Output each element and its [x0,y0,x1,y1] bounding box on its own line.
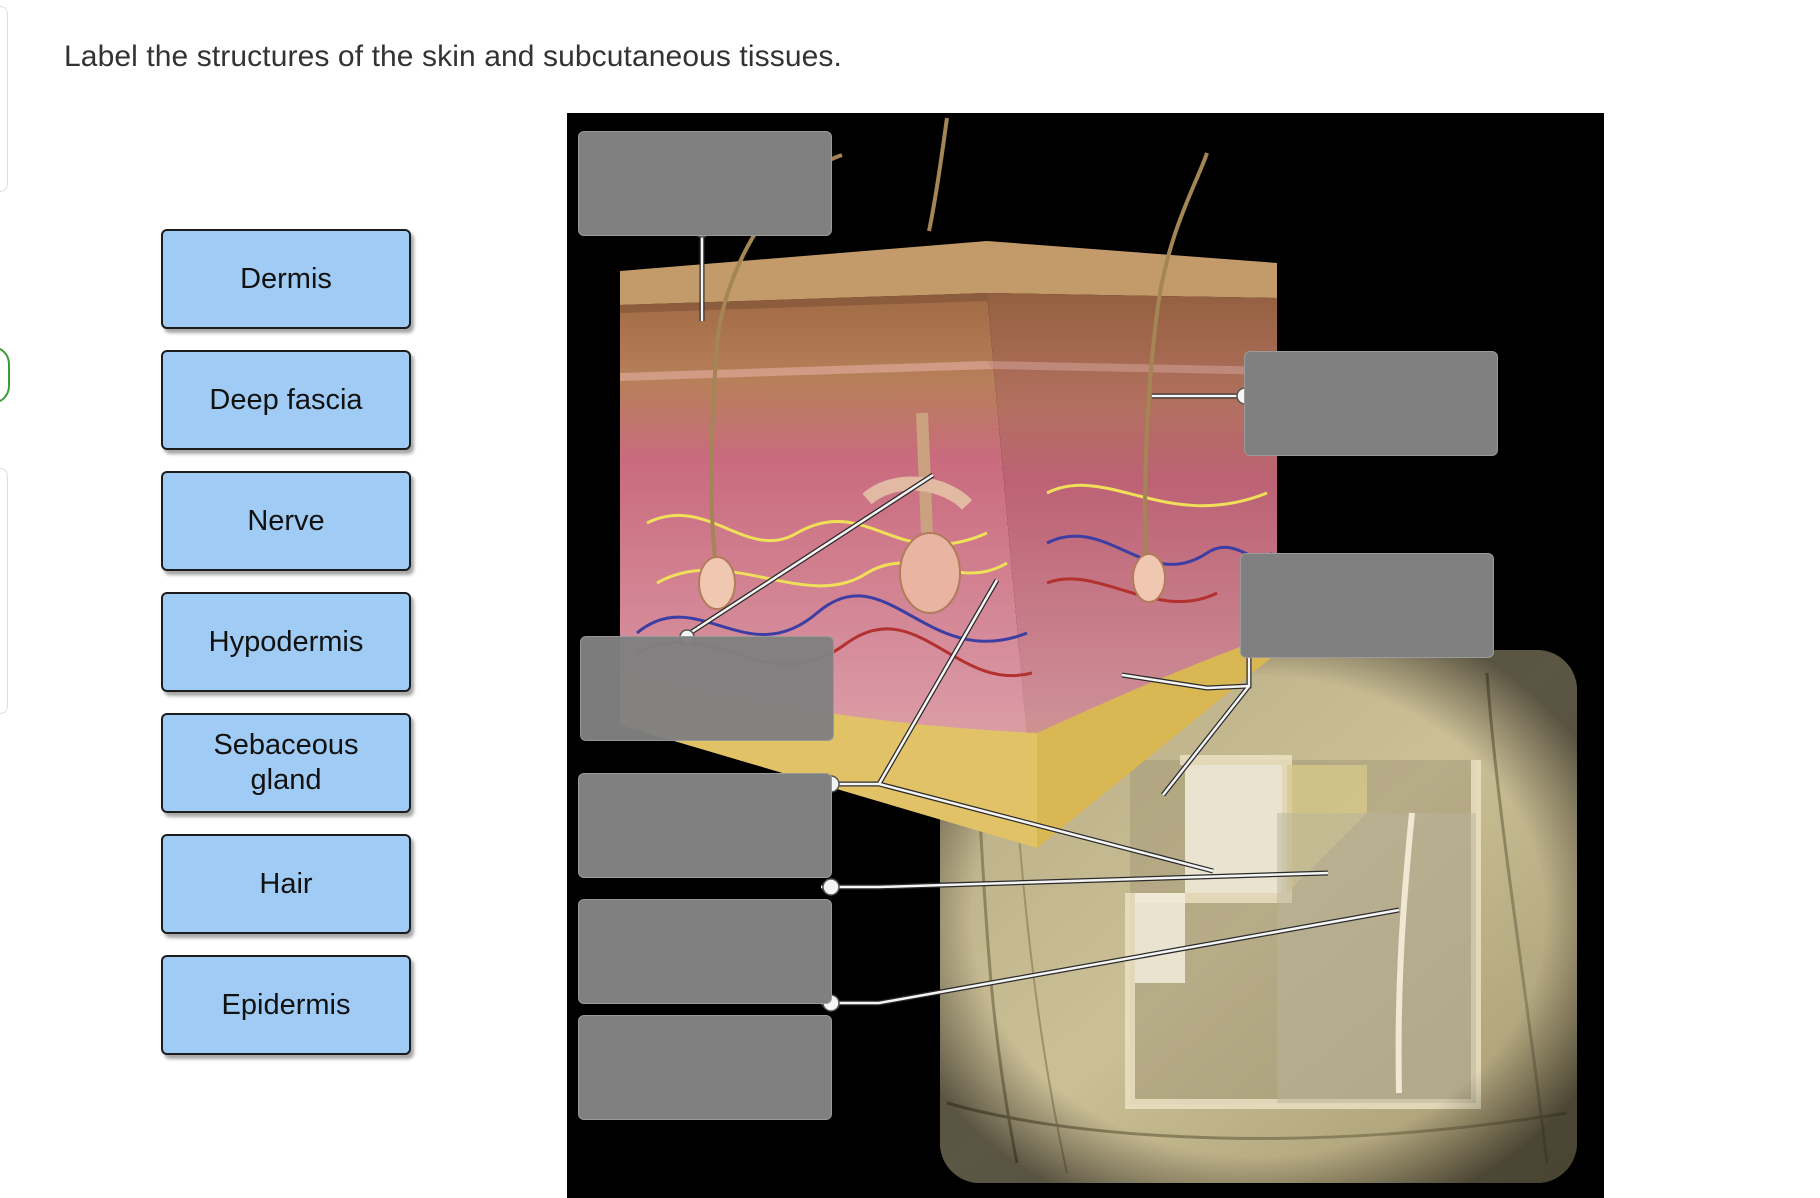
question-prompt: Label the structures of the skin and sub… [64,40,842,73]
label-chip-dermis[interactable]: Dermis [161,229,411,329]
drop-zone-3[interactable] [1240,553,1494,658]
side-card-top[interactable] [0,6,8,192]
side-card-middle[interactable] [0,468,8,714]
label-chip-hair[interactable]: Hair [161,834,411,934]
drop-zone-4[interactable] [580,636,834,741]
drop-zone-5[interactable] [578,773,832,878]
status-indicator[interactable] [0,346,10,404]
label-chip-deep-fascia[interactable]: Deep fascia [161,350,411,450]
label-chip-nerve[interactable]: Nerve [161,471,411,571]
skin-diagram [567,113,1604,1198]
label-chip-epidermis[interactable]: Epidermis [161,955,411,1055]
drop-zone-1[interactable] [578,131,832,236]
drop-zone-6[interactable] [578,899,832,1004]
drop-zone-2[interactable] [1244,351,1498,456]
skin-illustration [620,117,1577,1183]
drop-zone-7[interactable] [578,1015,832,1120]
label-chip-hypodermis[interactable]: Hypodermis [161,592,411,692]
label-chip-sebaceous-gland[interactable]: Sebaceous gland [161,713,411,813]
